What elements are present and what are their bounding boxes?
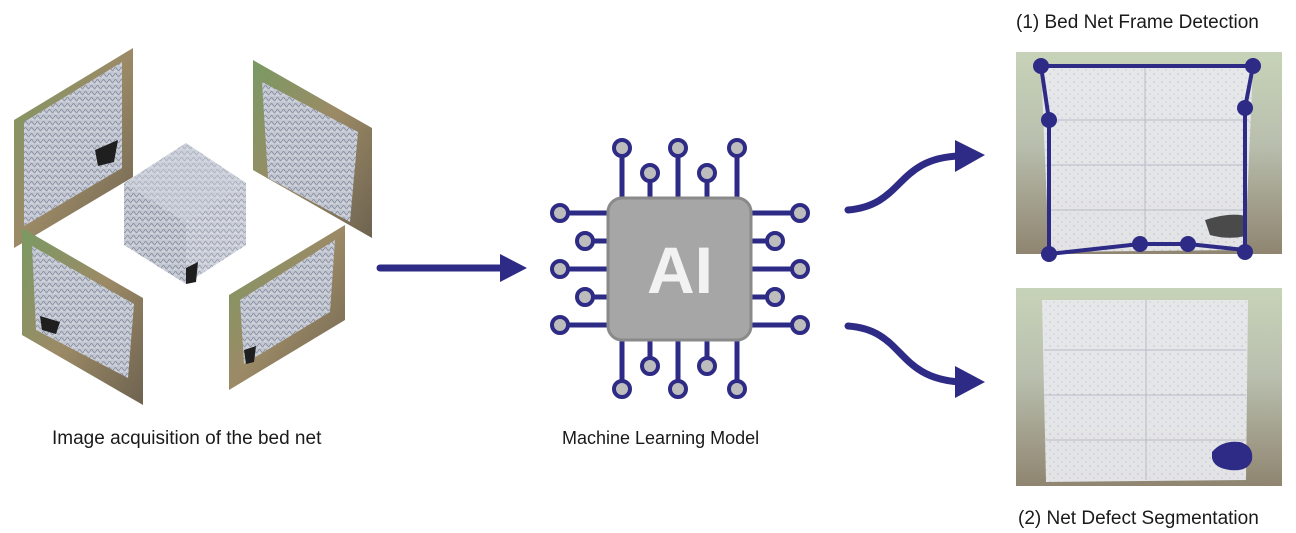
arrow-to-segmentation: [844, 322, 985, 398]
arrow-to-model: [376, 254, 527, 282]
net-photo-bottom-right: [229, 225, 345, 390]
model-label: Machine Learning Model: [562, 428, 760, 448]
arrow-to-detection: [844, 140, 985, 214]
segmentation-result-image: [1016, 288, 1282, 486]
net-photo-bottom-left: [22, 228, 143, 405]
acquisition-images: [14, 48, 372, 405]
net-cube: [124, 143, 246, 284]
segmentation-label: (2) Net Defect Segmentation: [1018, 508, 1259, 529]
detection-label: (1) Bed Net Frame Detection: [1016, 12, 1259, 33]
detection-result-image: [1016, 52, 1282, 262]
acquisition-label: Image acquisition of the bed net: [52, 428, 322, 449]
ai-chip-label: AI: [647, 233, 713, 307]
ai-chip-icon: AI: [550, 138, 810, 399]
frame-outline: [1033, 58, 1261, 262]
defect-mask: [1212, 441, 1253, 471]
net-photo-top-left: [14, 48, 133, 248]
net-photo-top-right: [253, 60, 372, 238]
